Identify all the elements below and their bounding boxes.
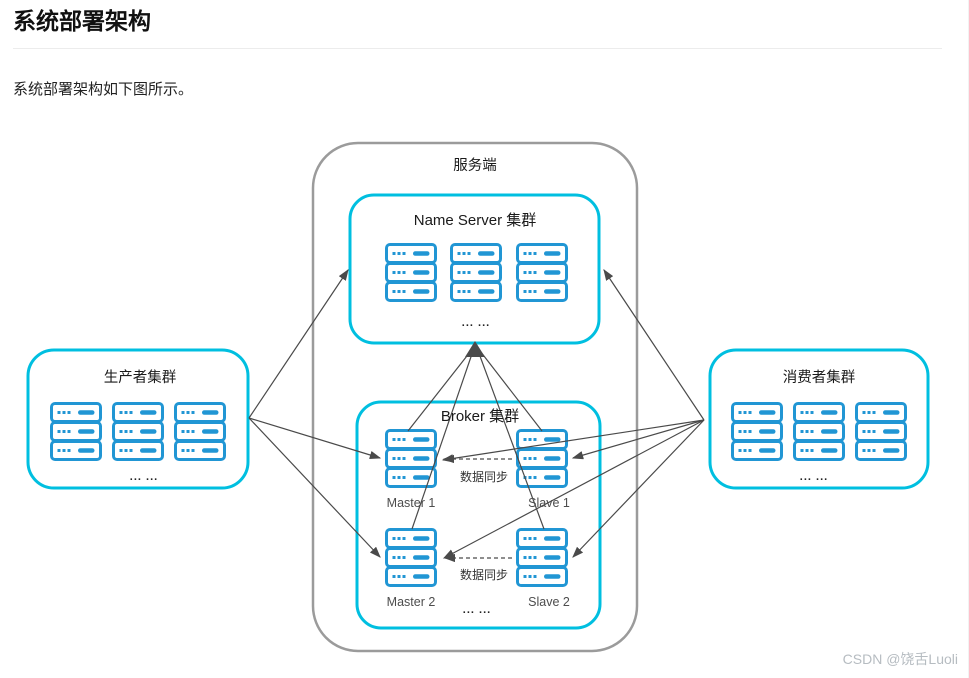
connection-arrows: [248, 269, 705, 563]
server-icon: [731, 402, 783, 461]
watermark: CSDN @饶舌Luoli: [842, 651, 958, 667]
line-slave1-to-nameserver: [476, 346, 543, 432]
server-icon: [450, 243, 502, 302]
arrow-producer-to-master1: [248, 417, 382, 460]
broker-ellipsis: ... ...: [463, 604, 491, 616]
arrow-consumer-to-slave1: [571, 419, 705, 460]
deployment-architecture-diagram: 服务端 Name Server 集群 ... ... Broker 集群 Mas…: [0, 130, 968, 678]
server-icon: [112, 402, 164, 461]
arrow-producer-to-nameserver: [248, 269, 349, 419]
broker-cluster-label: Broker 集群: [441, 408, 519, 425]
data-sync-label-2: 数据同步: [460, 567, 508, 582]
slave2-label: Slave 2: [528, 595, 570, 609]
master1-label: Master 1: [387, 496, 436, 510]
consumer-ellipsis: ... ...: [800, 471, 828, 483]
line-master1-to-nameserver: [407, 346, 475, 432]
name-server-ellipsis: ... ...: [462, 317, 490, 329]
arrowhead-brokers-to-nameserver: [465, 341, 485, 357]
server-side-label: 服务端: [453, 157, 497, 174]
arrow-consumer-to-slave2: [572, 419, 705, 558]
arrow-consumer-to-master2: [442, 419, 705, 559]
server-icon: [50, 402, 102, 461]
producer-cluster-label: 生产者集群: [104, 369, 177, 386]
arrow-consumer-to-master1: [441, 419, 705, 463]
master2-label: Master 2: [387, 595, 436, 609]
data-sync-label-1: 数据同步: [460, 469, 508, 484]
server-icon: [855, 402, 907, 461]
server-icon-master2: [385, 528, 437, 587]
intro-text: 系统部署架构如下图所示。: [13, 81, 194, 98]
server-icon: [385, 243, 437, 302]
producer-ellipsis: ... ...: [130, 471, 158, 483]
page-title: 系统部署架构: [13, 8, 151, 34]
line-slave2-to-nameserver: [476, 347, 545, 530]
line-master2-to-nameserver: [411, 347, 475, 530]
consumer-cluster-label: 消费者集群: [783, 369, 856, 386]
server-icon: [793, 402, 845, 461]
server-icon-master1: [385, 429, 437, 488]
server-icon-slave2: [516, 528, 568, 587]
arrow-consumer-to-nameserver: [603, 269, 705, 421]
name-server-cluster-label: Name Server 集群: [414, 212, 537, 229]
arrow-producer-to-master2: [248, 417, 381, 558]
server-icon: [174, 402, 226, 461]
slave1-label: Slave 1: [528, 496, 570, 510]
server-icon: [516, 243, 568, 302]
title-divider: [13, 48, 942, 49]
